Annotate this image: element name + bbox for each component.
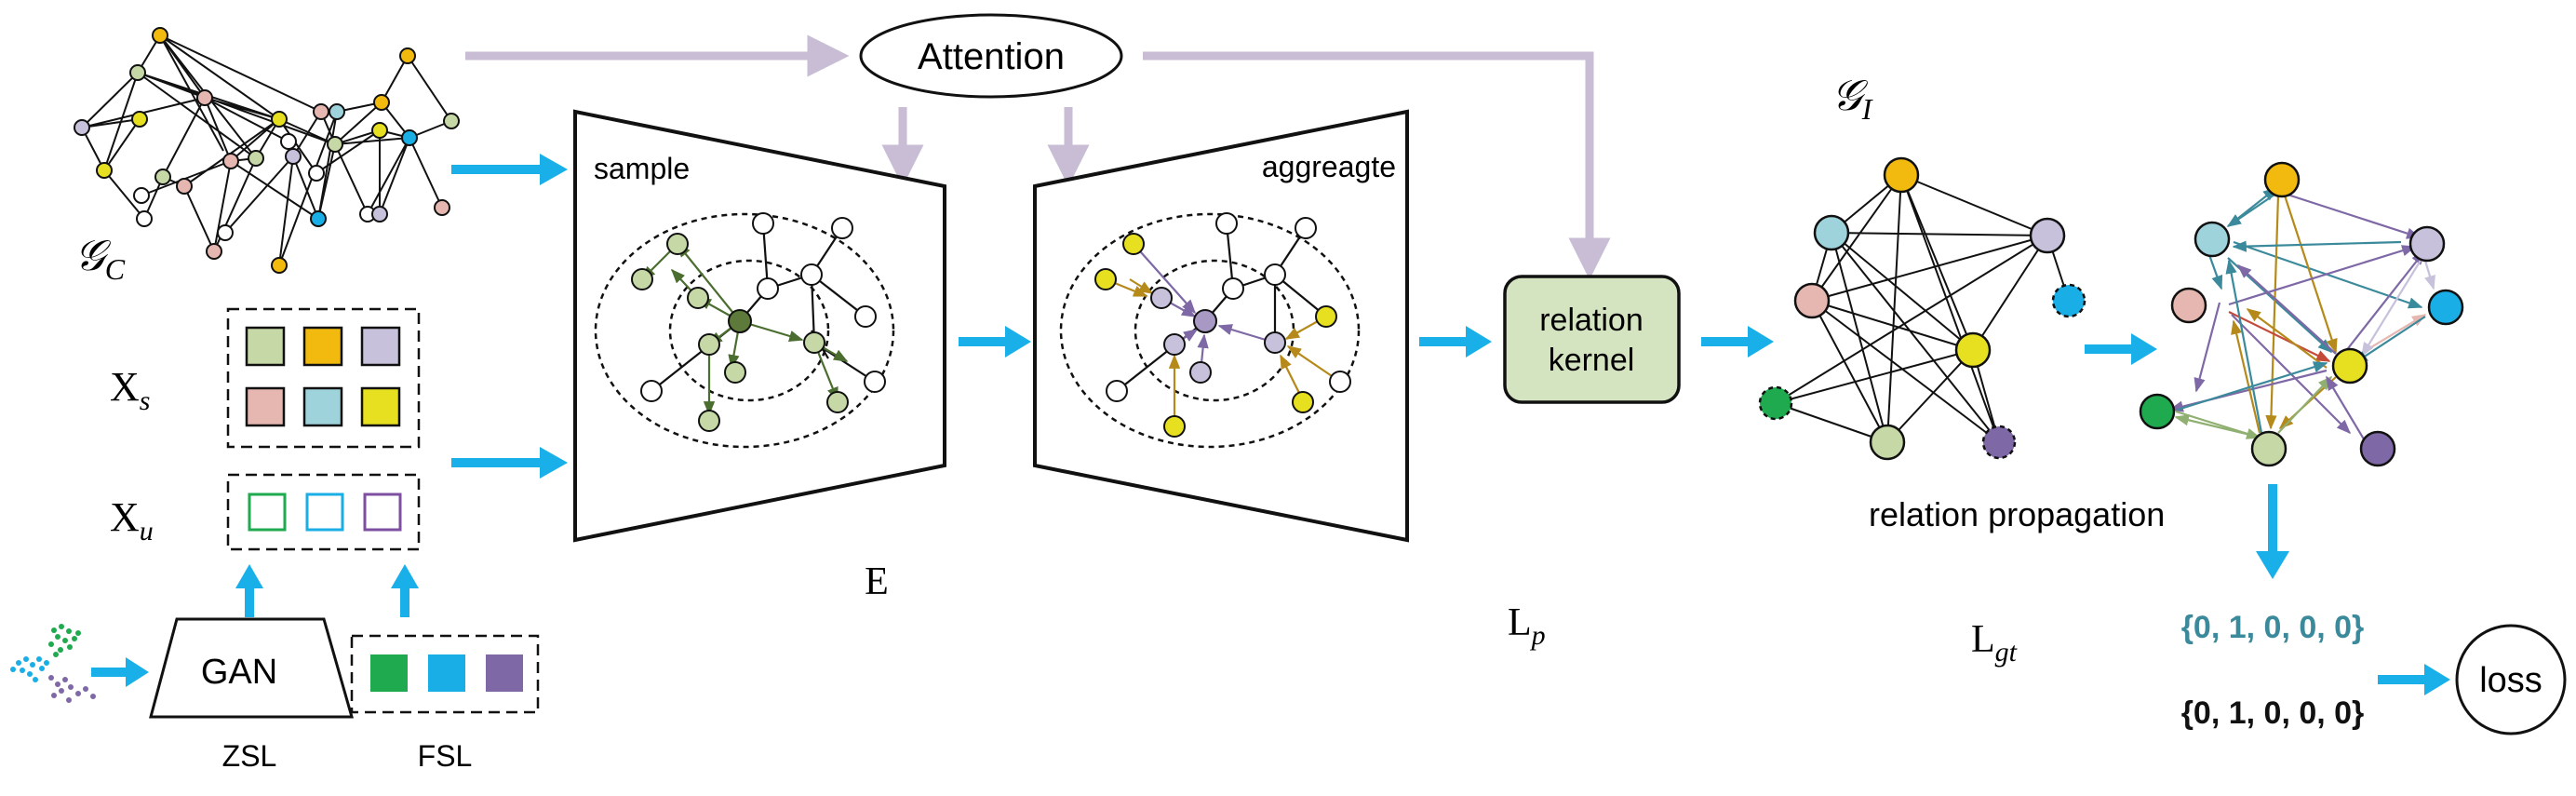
concept-graph (74, 27, 460, 274)
gan-block (149, 617, 354, 719)
pred-vector: {0, 1, 0, 0, 0} (2181, 695, 2365, 731)
feature-cell (302, 386, 343, 427)
attention-label: Attention (918, 36, 1065, 77)
feature-cell (370, 654, 408, 692)
gt-vector: {0, 1, 0, 0, 0} (2181, 610, 2365, 645)
lp-label: Lp (1508, 601, 1546, 651)
relation-propagation-label: relation propagation (1869, 495, 2165, 533)
feature-cell (363, 492, 402, 532)
feature-cell (360, 326, 401, 367)
loss-node (2455, 624, 2567, 735)
propagated-down-arrow (2256, 484, 2289, 579)
vector-to-loss-arrow (2378, 664, 2450, 695)
relation-kernel-block (1503, 275, 1681, 404)
relation-kernel-label-line2: kernel (1549, 343, 1635, 378)
aggregate-label: aggreagte (1262, 150, 1396, 183)
feature-cell (245, 386, 286, 427)
loss-label: loss (2479, 661, 2542, 700)
unseen-feature-cells (248, 492, 402, 532)
gan-label: GAN (201, 653, 277, 692)
feature-cell (245, 326, 286, 367)
feature-cell (302, 326, 343, 367)
attention-arrows (465, 34, 1611, 280)
feature-cell (428, 654, 465, 692)
aggregate-neighborhood (1059, 212, 1361, 449)
unseen-features-box (226, 473, 421, 551)
attention-node (859, 13, 1123, 99)
fsl-label: FSL (418, 739, 473, 773)
sample-neighborhood (594, 212, 895, 449)
lgt-label: Lgt (1971, 618, 2018, 668)
relation-kernel-label-line1: relation (1539, 303, 1644, 338)
e-label: E (865, 560, 889, 603)
xu-label: Xu (110, 494, 154, 546)
seen-features-box (226, 307, 421, 449)
noise-scatter-icon (10, 624, 96, 703)
noise-to-gan-arrow (91, 657, 149, 687)
graph-c-label: 𝒢C (74, 232, 126, 286)
xs-label: Xs (110, 364, 150, 416)
sample-encoder (573, 109, 946, 543)
aggregate-to-kernel-arrow (1419, 326, 1492, 358)
graph-i-label: 𝒢I (1831, 72, 1873, 126)
propagated-graph (2139, 161, 2464, 467)
feature-cell (248, 492, 287, 532)
sample-to-aggregate-arrow (959, 326, 1031, 358)
zsl-label: ZSL (222, 739, 277, 773)
feature-cell (305, 492, 344, 532)
seen-feature-cells (245, 326, 401, 427)
feature-cell (360, 386, 401, 427)
graph-to-propagated-arrow (2085, 333, 2157, 365)
instance-graph (1758, 156, 2086, 461)
fsl-feature-cells (370, 654, 523, 692)
kernel-to-graph-arrow (1701, 326, 1774, 358)
up-arrows (235, 564, 419, 617)
feature-cell (486, 654, 523, 692)
sample-label: sample (594, 152, 690, 185)
blue-arrows-left (451, 154, 568, 479)
fsl-features-box (350, 634, 540, 714)
